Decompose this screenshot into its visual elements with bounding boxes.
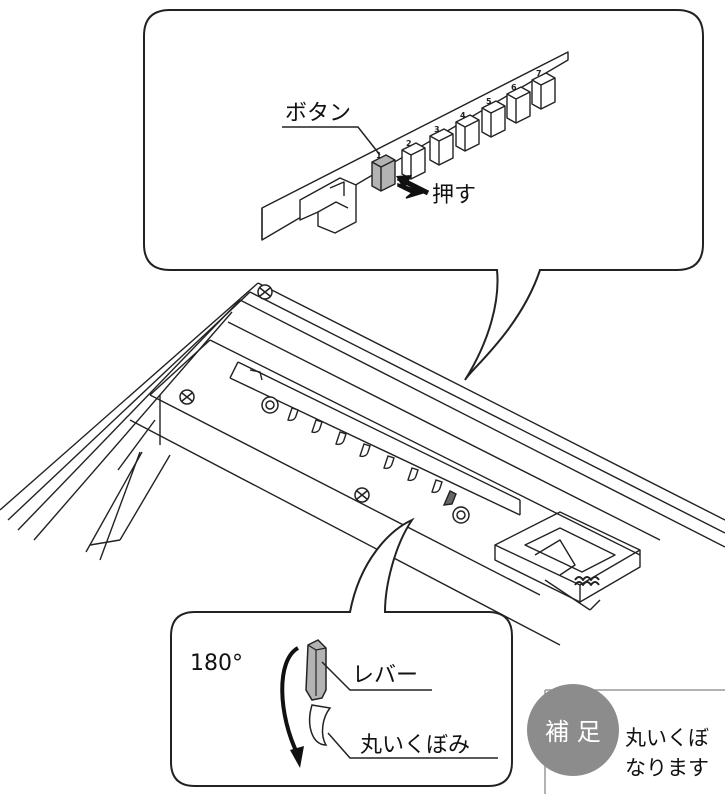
lever-row xyxy=(287,407,443,494)
button-number-6: 6 xyxy=(511,83,517,92)
button-number-3: 3 xyxy=(434,125,440,134)
recess-leader-line xyxy=(327,732,498,759)
button-number-4: 4 xyxy=(460,111,466,120)
button-number-5: 5 xyxy=(486,97,492,106)
button-1-pressed xyxy=(371,154,396,192)
button-row xyxy=(371,72,556,192)
unit-drawing xyxy=(0,282,725,646)
button-numbers: 1 2 3 4 5 6 7 xyxy=(376,69,542,160)
screw-middle xyxy=(354,487,370,503)
note-line-1: 丸いくぼ xyxy=(625,726,709,750)
note-badge xyxy=(527,684,619,776)
push-label: 押す xyxy=(432,183,476,208)
lever-label: レバー xyxy=(352,663,418,688)
rotation-arrow-icon xyxy=(280,646,300,756)
callout-top-frame xyxy=(143,9,704,381)
button-label: ボタン xyxy=(285,101,351,126)
recess-part xyxy=(308,704,332,746)
button-number-7: 7 xyxy=(536,69,542,78)
note-line-2: なります xyxy=(625,756,709,780)
screw-left xyxy=(179,389,195,405)
button-number-1: 1 xyxy=(376,151,382,160)
screw-top xyxy=(257,284,273,300)
lever-rotated xyxy=(442,490,457,506)
recess-label: 丸いくぼみ xyxy=(360,733,470,758)
lever-leader-line xyxy=(321,661,432,691)
angle-label: 180° xyxy=(190,651,243,676)
callout-bottom-frame xyxy=(170,517,513,787)
note-badge-text: 補 足 xyxy=(545,718,601,746)
round-fitting-right xyxy=(452,506,470,524)
round-fitting-left xyxy=(261,396,279,414)
button-leader-line xyxy=(282,126,381,156)
button-number-2: 2 xyxy=(406,139,412,148)
